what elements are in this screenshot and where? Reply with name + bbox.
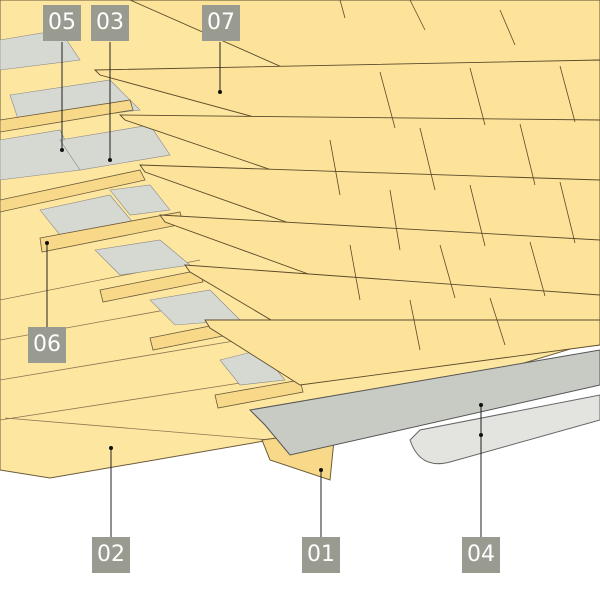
leader-lines: [46, 42, 482, 537]
flashing: [248, 349, 600, 456]
label-01: 01: [302, 537, 340, 573]
shingle-layers: [93, 0, 600, 386]
gutter: [409, 394, 600, 465]
battens: [0, 99, 304, 409]
label-06: 06: [28, 327, 66, 363]
label-05: 05: [43, 5, 81, 41]
membrane-strips: [0, 29, 286, 386]
label-02: 02: [92, 537, 130, 573]
leader-dots: [45, 90, 483, 472]
shingle-joints: [329, 0, 576, 351]
label-07: 07: [202, 5, 240, 41]
label-04: 04: [462, 537, 500, 573]
label-03: 03: [91, 5, 129, 41]
